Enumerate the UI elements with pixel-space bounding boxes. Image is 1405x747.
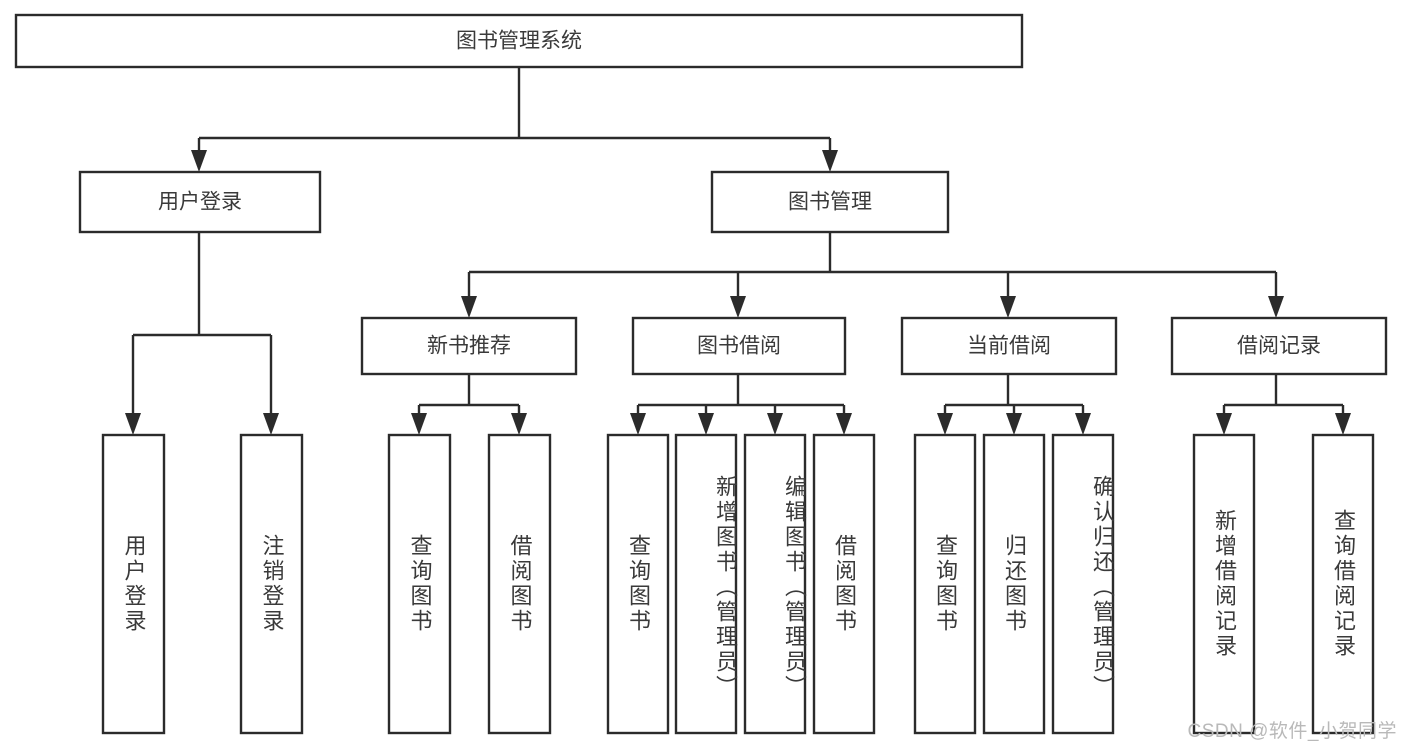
node-label-borrow-record: 借阅记录 <box>1237 335 1321 358</box>
leaf-box-add-book[interactable] <box>674 433 738 735</box>
node-book-borrow[interactable]: 图书借阅 <box>631 316 847 376</box>
arrow-head-leaf-edit-book <box>767 413 783 435</box>
connectors-borrowrecord-to-leaves <box>1216 374 1351 435</box>
arrow-head-book-manage <box>822 150 838 172</box>
connectors-book-manage-to-level3 <box>461 232 1284 318</box>
node-current-borrow[interactable]: 当前借阅 <box>900 316 1118 376</box>
arrow-head-leaf-user-login <box>125 413 141 435</box>
node-box-borrow-record[interactable] <box>1170 316 1388 376</box>
node-label-book-management: 图书管理 <box>788 191 872 214</box>
arrow-head-new-book-recommend <box>461 296 477 318</box>
arrow-head-leaf-add-record <box>1216 413 1232 435</box>
node-new-book-recommend[interactable]: 新书推荐 <box>360 316 578 376</box>
node-book-management[interactable]: 图书管理 <box>710 170 950 234</box>
leaf-box-query-book-3[interactable] <box>913 433 977 735</box>
arrow-head-leaf-confirm-return <box>1075 413 1091 435</box>
node-box-book-management[interactable] <box>710 170 950 234</box>
arrow-head-user-login <box>191 150 207 172</box>
connectors-user-login-to-leaves <box>125 232 279 435</box>
arrow-head-leaf-borrow-book-2 <box>836 413 852 435</box>
watermark-text: CSDN @软件_小贺同学 <box>1187 721 1397 742</box>
node-user-login[interactable]: 用户登录 <box>78 170 322 234</box>
arrow-head-leaf-query-book-2 <box>630 413 646 435</box>
leaf-box-logout[interactable] <box>239 433 304 735</box>
arrow-head-borrow-record <box>1268 296 1284 318</box>
node-borrow-record[interactable]: 借阅记录 <box>1170 316 1388 376</box>
arrow-head-leaf-query-record <box>1335 413 1351 435</box>
leaf-box-return-book[interactable] <box>982 433 1046 735</box>
arrow-head-leaf-logout <box>263 413 279 435</box>
connectors-currentborrow-to-leaves <box>937 374 1091 435</box>
leaf-box-query-book-2[interactable] <box>606 433 670 735</box>
leaf-box-confirm-return[interactable] <box>1051 433 1115 735</box>
node-label-new-book-recommend: 新书推荐 <box>427 335 511 358</box>
arrow-head-leaf-query-book-3 <box>937 413 953 435</box>
node-label-root: 图书管理系统 <box>456 30 582 53</box>
leaf-box-add-record[interactable] <box>1192 433 1256 735</box>
leaf-box-query-book-1[interactable] <box>387 433 452 735</box>
node-root[interactable]: 图书管理系统 <box>14 13 1024 69</box>
arrow-head-current-borrow <box>1000 296 1016 318</box>
node-label-current-borrow: 当前借阅 <box>967 335 1051 358</box>
arrow-head-leaf-query-book-1 <box>411 413 427 435</box>
arrow-head-leaf-add-book <box>698 413 714 435</box>
arrow-head-book-borrow <box>730 296 746 318</box>
node-box-current-borrow[interactable] <box>900 316 1118 376</box>
node-box-new-book-recommend[interactable] <box>360 316 578 376</box>
arrow-head-leaf-return-book <box>1006 413 1022 435</box>
node-box-root[interactable] <box>14 13 1024 69</box>
leaf-box-query-record[interactable] <box>1311 433 1375 735</box>
node-label-user-login: 用户登录 <box>158 191 242 214</box>
connectors-root-to-level2 <box>191 67 838 172</box>
connectors-newbook-to-leaves <box>411 374 527 435</box>
connectors-bookborrow-to-leaves <box>630 374 852 435</box>
node-box-user-login[interactable] <box>78 170 322 234</box>
leaf-box-borrow-book-2[interactable] <box>812 433 876 735</box>
arrow-head-leaf-borrow-book-1 <box>511 413 527 435</box>
leaf-box-borrow-book-1[interactable] <box>487 433 552 735</box>
node-label-book-borrow: 图书借阅 <box>697 335 781 358</box>
node-box-book-borrow[interactable] <box>631 316 847 376</box>
leaf-box-user-login[interactable] <box>101 433 166 735</box>
leaf-box-edit-book[interactable] <box>743 433 807 735</box>
leaf-boxes <box>101 433 1375 735</box>
